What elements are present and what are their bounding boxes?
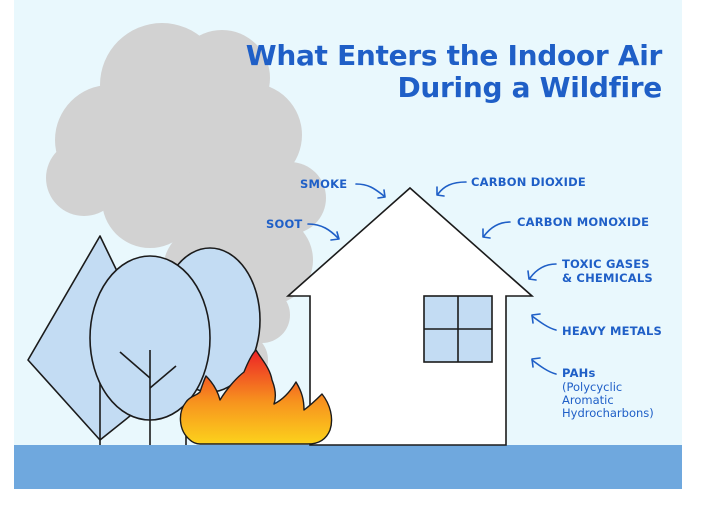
label-pahs-detail-1: (Polycyclic	[562, 380, 623, 394]
round-tree-front	[89, 255, 211, 445]
label-carbon-dioxide: CARBON DIOXIDE	[471, 175, 586, 189]
smoke-cloud	[46, 23, 326, 388]
pollutant-arrows	[307, 181, 557, 375]
title-line-1: What Enters the Indoor Air	[245, 39, 663, 72]
heavy-metals-arrow	[531, 315, 557, 331]
title: What Enters the Indoor Air During a Wild…	[245, 39, 663, 104]
label-carbon-monoxide: CARBON MONOXIDE	[517, 215, 650, 229]
ground	[14, 445, 682, 489]
toxic-gases-arrow	[529, 263, 557, 279]
fire	[179, 349, 333, 445]
title-line-2: During a Wildfire	[397, 71, 662, 104]
carbon-monoxide-arrow	[483, 221, 511, 237]
label-toxic-gases-2: & CHEMICALS	[562, 271, 653, 285]
pahs-arrow	[531, 359, 557, 375]
label-toxic-gases-1: TOXIC GASES	[562, 257, 650, 271]
label-soot: SOOT	[266, 217, 303, 231]
smoke-arrow	[355, 183, 385, 197]
label-pahs-detail-3: Hydrocharbons)	[562, 406, 654, 420]
label-heavy-metals: HEAVY METALS	[562, 324, 662, 338]
label-pahs: PAHs	[562, 366, 596, 380]
house	[285, 186, 535, 446]
label-smoke: SMOKE	[300, 177, 348, 191]
soot-arrow	[307, 223, 339, 239]
carbon-dioxide-arrow	[437, 181, 467, 195]
label-pahs-detail-2: Aromatic	[562, 393, 614, 407]
